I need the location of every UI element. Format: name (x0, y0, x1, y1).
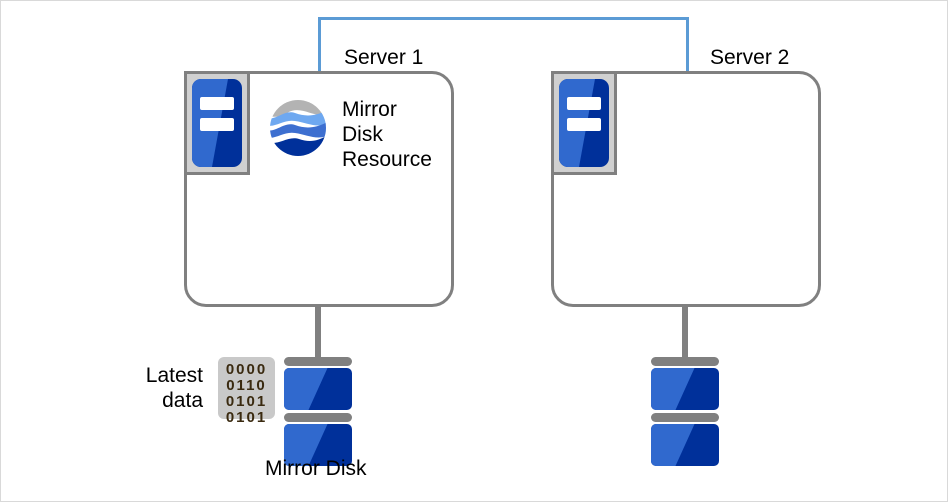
server-2-disk (651, 357, 719, 469)
server-1-machine-icon (184, 71, 250, 175)
server-2-box[interactable] (551, 71, 821, 307)
server-1-label: Server 1 (344, 46, 424, 69)
disk-bar-top (651, 357, 719, 366)
server-icon-card (559, 79, 609, 167)
disk-platter-upper (284, 368, 352, 410)
interconnect-line-left-drop (318, 17, 321, 73)
server-1-disk-label: Mirror Disk (265, 457, 367, 480)
mirror-disk-resource-label: Mirror Disk Resource (342, 98, 432, 171)
server-icon-bar-bottom (567, 117, 601, 131)
server-2-disk-connector (682, 304, 688, 359)
server-1-disk-connector (315, 304, 321, 359)
disk-platter-lower (284, 424, 352, 466)
interconnect-line-horizontal (318, 17, 689, 20)
server-icon-bar-bottom (200, 117, 234, 131)
disk-bar-middle (284, 413, 352, 422)
mirror-disk-resource-globe-icon (269, 99, 327, 157)
server-icon-bar-top (567, 96, 601, 110)
interconnect-line-right-drop (686, 17, 689, 73)
latest-data-binary-badge: 0000 0110 0101 0101 (218, 357, 275, 426)
server-2-label: Server 2 (710, 46, 790, 69)
server-icon-card (192, 79, 242, 167)
server-1-disk (284, 357, 352, 469)
latest-data-label: Latest data (145, 364, 203, 412)
disk-platter-upper (651, 368, 719, 410)
server-2-machine-icon (551, 71, 617, 175)
server-icon-bar-top (200, 96, 234, 110)
disk-platter-lower (651, 424, 719, 466)
disk-bar-top (284, 357, 352, 366)
disk-bar-middle (651, 413, 719, 422)
